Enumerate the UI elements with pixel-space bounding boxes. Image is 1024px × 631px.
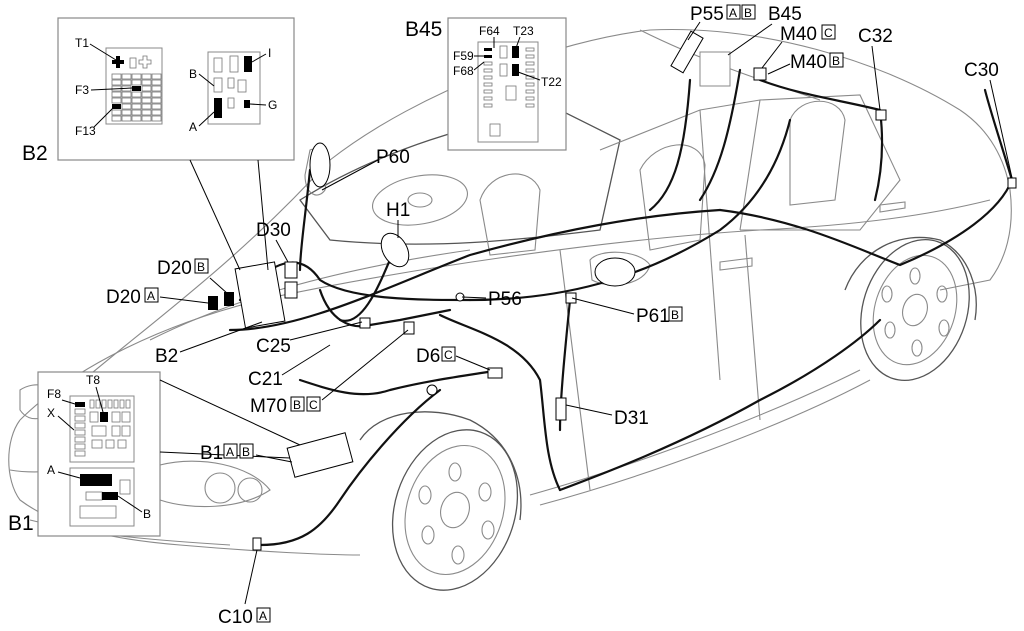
label-m70-variant-c: C: [309, 398, 318, 412]
label-b45: B45: [727, 4, 802, 56]
label-p56-text: P56: [488, 289, 522, 310]
label-p60: P60: [321, 147, 410, 191]
label-c32-text: C32: [858, 26, 893, 47]
label-d30-text: D30: [256, 220, 291, 241]
label-m40c: M40 C: [761, 24, 836, 69]
label-m40c-text: M40: [780, 24, 817, 45]
b2-callout-b: B: [189, 67, 197, 81]
label-c21: C21: [248, 344, 331, 390]
label-c10a-variant: A: [259, 609, 267, 623]
label-m70-variant-b: B: [293, 398, 301, 412]
label-d20b-text: D20: [157, 258, 192, 279]
inset-b2-title: B2: [22, 142, 48, 165]
label-c30-text: C30: [964, 60, 999, 81]
b2-callout-i: I: [268, 46, 271, 60]
inset-b2: T1 F3 F13 B A I G B2: [22, 17, 295, 271]
label-p61b: P61 B: [571, 297, 683, 327]
b45-callout-t22: T22: [541, 75, 562, 89]
label-m40b-text: M40: [790, 52, 827, 73]
label-p56: P56: [461, 289, 522, 310]
label-c21-text: C21: [248, 369, 283, 390]
connector-plugs: [208, 30, 1017, 551]
label-p60-text: P60: [376, 147, 410, 168]
relay-t1-icon: [112, 56, 124, 68]
label-c25-text: C25: [256, 336, 291, 357]
b45-callout-t23: T23: [513, 24, 534, 38]
label-p55-variant-a: A: [729, 6, 737, 20]
label-b1-variant-a: A: [226, 445, 234, 459]
b2-callout-a: A: [189, 120, 197, 134]
b1-callout-t8: T8: [86, 373, 100, 387]
b2-callout-t1: T1: [75, 36, 89, 50]
label-c10a-text: C10: [218, 607, 253, 628]
label-d30: D30: [256, 220, 291, 263]
b2-callout-f3: F3: [75, 83, 89, 97]
b45-callout-f68: F68: [453, 64, 474, 78]
label-c10a: C10 A: [218, 549, 271, 628]
inset-b1: F8 T8 X A B B1: [8, 371, 301, 537]
label-m70-text: M70: [250, 396, 287, 417]
component-labels: P55 A B B45 M40 C M40 B C32 C30: [106, 4, 1013, 628]
label-b2: B2: [155, 321, 263, 367]
label-c32: C32: [858, 26, 893, 111]
label-h1: H1: [386, 200, 410, 238]
label-p55-variant-b: B: [744, 6, 752, 20]
label-b1: B1 A B: [200, 443, 293, 464]
label-p61b-text: P61: [636, 306, 670, 327]
label-m70: M70 B C: [250, 329, 409, 417]
b1-callout-x: X: [47, 406, 55, 420]
label-p61b-variant: B: [671, 308, 679, 322]
inset-b45-title: B45: [405, 18, 442, 41]
label-d31-text: D31: [614, 408, 649, 429]
b1-callout-b: B: [143, 507, 151, 521]
b2-callout-f13: F13: [75, 124, 96, 138]
label-b45-text: B45: [768, 4, 802, 25]
label-d6c-variant: C: [444, 348, 453, 362]
label-d20a-variant: A: [147, 289, 155, 303]
label-c25: C25: [256, 321, 363, 357]
label-c30: C30: [964, 60, 1013, 179]
label-d20b: D20 B: [157, 258, 229, 295]
label-m40c-variant: C: [824, 26, 833, 40]
b45-callout-f64: F64: [479, 24, 500, 38]
inset-b45: F64 T23 F59 F68 T22 B45: [405, 17, 567, 151]
inset-b1-title: B1: [8, 512, 34, 535]
b1-callout-f8: F8: [47, 387, 61, 401]
label-b2-text: B2: [155, 346, 178, 367]
label-p55: P55 A B: [687, 4, 756, 41]
label-d20a: D20 A: [106, 287, 209, 308]
label-b1-text: B1: [200, 443, 223, 464]
label-m40b-variant: B: [832, 54, 840, 68]
label-b1-variant-b: B: [242, 445, 250, 459]
label-d31: D31: [565, 404, 649, 429]
label-d6c: D6 C: [416, 346, 491, 371]
b45-callout-f59: F59: [453, 49, 474, 63]
label-h1-text: H1: [386, 200, 410, 221]
label-m40b: M40 B: [767, 52, 844, 75]
b2-fuse-grid-left: [111, 73, 162, 122]
b1-callout-a: A: [47, 463, 55, 477]
label-d6c-text: D6: [416, 346, 440, 367]
label-p55-text: P55: [690, 4, 724, 25]
b2-callout-g: G: [268, 98, 277, 112]
label-d20a-text: D20: [106, 287, 141, 308]
label-d20b-variant: B: [197, 260, 205, 274]
